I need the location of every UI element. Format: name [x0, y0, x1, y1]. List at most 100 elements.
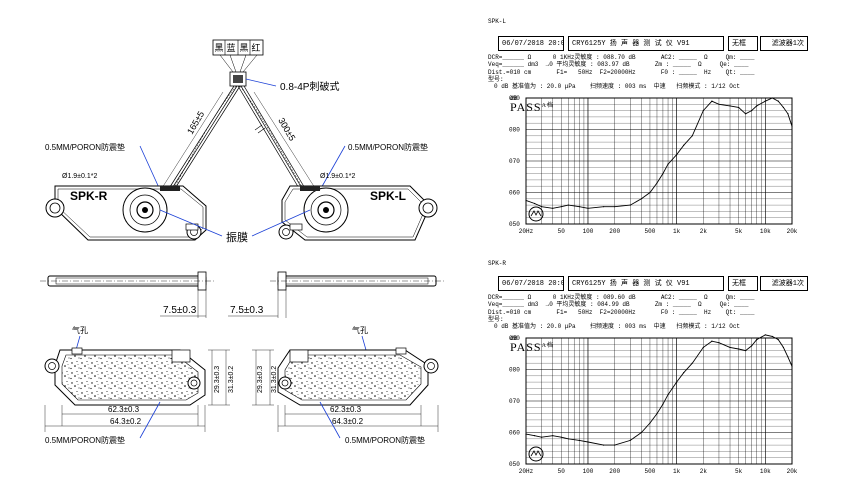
data-point — [560, 206, 562, 208]
data-point — [729, 105, 731, 107]
data-point — [771, 97, 773, 99]
x-tick-label: 50 — [558, 468, 566, 475]
data-point — [745, 113, 747, 115]
y-tick-label: 050 — [509, 221, 520, 228]
width-outer-right: 64.3±0.2 — [332, 417, 364, 426]
param-row: DCR=______ Ω 0 1KHz灵敏度 : 089.60 dB AC2: … — [488, 294, 755, 301]
thickness-left: 7.5±0.3 — [163, 305, 197, 316]
width-inner-left: 62.3±0.3 — [108, 405, 140, 414]
data-point — [602, 206, 605, 208]
x-tick-label: 20Hz — [519, 228, 534, 235]
data-point — [667, 163, 669, 165]
wire-bundle-right — [237, 85, 307, 191]
logo-mark — [528, 446, 544, 462]
data-point — [560, 436, 562, 438]
data-point — [676, 154, 678, 156]
data-point — [552, 435, 554, 437]
data-point — [662, 173, 664, 175]
data-point — [629, 204, 631, 206]
data-point — [745, 350, 747, 352]
x-tick-label: 500 — [645, 228, 656, 235]
datetime: 06/07/2018 20:05 — [498, 36, 564, 51]
data-point — [567, 204, 569, 206]
bottom-pad-label-left: 0.5MM/PORON防震垫 — [45, 435, 125, 445]
height-inner-left: 29.3±0.3 — [214, 366, 221, 393]
x-tick-label: 1k — [673, 228, 681, 235]
x-tick-label: 100 — [583, 228, 594, 235]
data-point — [750, 110, 753, 112]
connector — [219, 54, 258, 87]
data-point — [667, 394, 669, 396]
data-point — [691, 362, 693, 364]
panel-label: SPK-R — [488, 260, 507, 267]
speaker-r-side — [40, 271, 214, 291]
data-point — [702, 346, 704, 349]
data-point — [587, 441, 589, 443]
data-point — [738, 348, 740, 350]
brand-label-left: SPK-R — [70, 189, 108, 203]
x-tick-label: 5k — [735, 468, 743, 475]
brand-label-right: SPK-L — [370, 189, 406, 203]
data-point — [791, 365, 793, 367]
box-mode: 无框 — [728, 276, 758, 291]
data-point — [702, 110, 704, 112]
y-tick-label: 080 — [509, 367, 520, 374]
pass-grade: A档 — [541, 103, 554, 109]
data-point — [777, 100, 779, 102]
x-tick-label: 20k — [787, 468, 798, 475]
y-tick-label: 060 — [509, 430, 520, 437]
width-inner-right: 62.3±0.3 — [330, 405, 362, 414]
x-tick-label: 2k — [700, 468, 708, 475]
y-tick-label: 070 — [509, 158, 520, 165]
test-panel-spk-r: SPK-R 06/07/2018 20:04 CRY6125Y 扬 声 器 测 … — [488, 256, 810, 500]
logo-glyph — [530, 450, 542, 457]
speaker-l-back — [277, 347, 439, 406]
data-point — [552, 207, 554, 209]
vent-label-left: 气孔 — [72, 325, 88, 335]
data-point — [541, 436, 543, 438]
pad-label-left: 0.5MM/PORON防震垫 — [45, 142, 125, 152]
data-point — [525, 199, 527, 201]
x-tick-label: 200 — [609, 228, 620, 235]
x-tick-label: 50 — [558, 228, 566, 235]
data-point — [738, 106, 740, 109]
box-mode: 无框 — [728, 36, 758, 51]
panel-label: SPK-L — [488, 18, 507, 25]
datetime: 06/07/2018 20:04 — [498, 276, 564, 291]
data-point — [662, 403, 664, 405]
height-outer-left: 31.3±0.2 — [228, 366, 235, 393]
data-point — [771, 335, 773, 338]
data-point — [640, 198, 642, 200]
data-point — [691, 135, 693, 137]
param-row: Veq=______ dm3 →0 平均灵敏度 : 084.99 dB Zm :… — [488, 301, 749, 309]
y-tick-label: 090 — [509, 95, 520, 102]
model-label: 型号: — [488, 76, 504, 84]
pass-stamp: PASS — [510, 340, 542, 354]
wire-length-right: 300±5 — [276, 116, 297, 143]
wire-color-2: 蓝 — [226, 42, 235, 53]
data-point — [649, 191, 651, 194]
y-tick-label: 070 — [509, 398, 520, 405]
data-point — [629, 439, 631, 441]
x-tick-label: 10k — [760, 228, 771, 235]
data-point — [533, 202, 536, 205]
pad-label-right: 0.5MM/PORON防震垫 — [348, 142, 428, 152]
param-block: DCR=______ Ω 0 1KHz灵敏度 : 088.70 dB AC2: … — [488, 54, 808, 84]
wire-bundle-left — [167, 85, 241, 191]
x-tick-label: 200 — [609, 468, 620, 475]
wire-length-left: 165±5 — [185, 109, 206, 136]
data-point — [718, 103, 720, 105]
data-point — [756, 338, 758, 341]
param-row: Dist.=010 cm F1= 50Hz F2=20000Hz F0 : __… — [488, 308, 755, 316]
connector-label: 0.8-4P刺破式 — [280, 80, 339, 93]
y-axis-label: dB — [510, 335, 518, 342]
data-point — [791, 125, 793, 127]
data-point — [578, 206, 580, 208]
data-point — [718, 342, 720, 344]
data-point — [649, 422, 651, 424]
speaker-drawing: 黑 蓝 黑 红 0.8-4P刺破式 165±5 300±5 0.5MM/PORO… — [40, 39, 444, 445]
x-tick-label: 500 — [645, 468, 656, 475]
x-tick-label: 20Hz — [519, 468, 534, 475]
param-row: Dist.=010 cm F1= 50Hz F2=20000Hz F0 : __… — [488, 68, 755, 76]
x-tick-label: 100 — [583, 468, 594, 475]
